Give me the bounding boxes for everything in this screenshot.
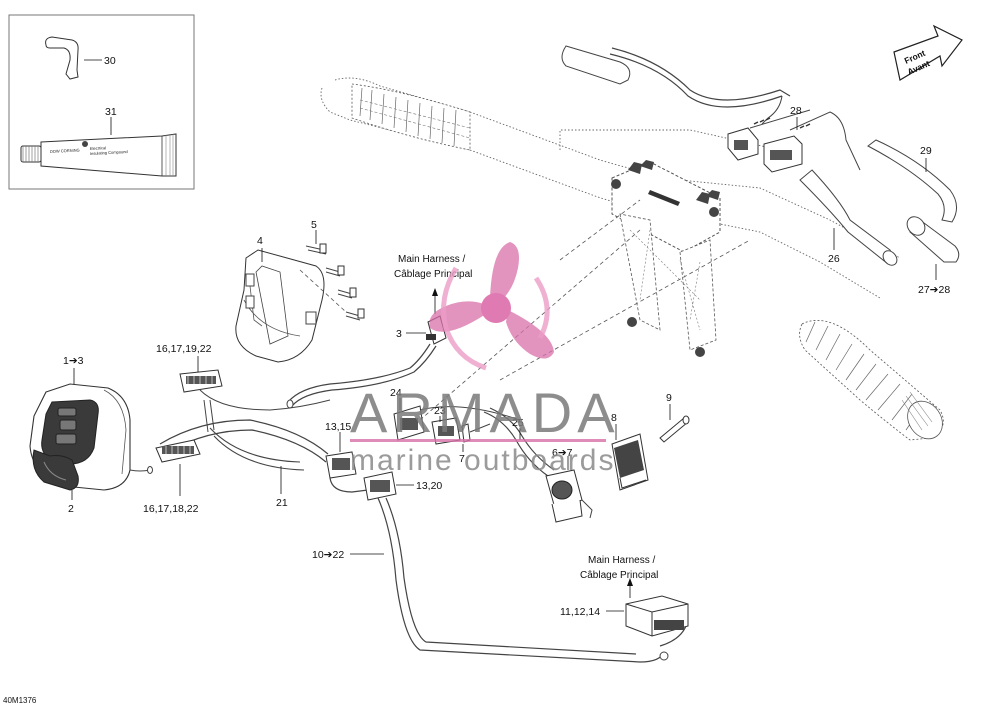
right-grip [799,320,944,441]
tube-logo-icon [82,141,88,147]
main-harness-note-top-line1: Main Harness / [398,254,465,265]
callout-16-17-18-22: 16,17,18,22 [143,503,199,515]
connector-13-15 [325,451,369,493]
connector-16-17-19-22 [179,369,223,393]
callout-11-12-14: 11,12,14 [560,606,600,618]
callout-28: 28 [790,105,802,117]
wiring-harness-part-21 [159,389,331,471]
compound-tube-part-31: DOW CORNING Electrical Insulating Compou… [20,133,177,177]
handlebar-assembly [320,77,944,441]
watermark: ARMADA marine outboards [350,242,620,477]
callout-25: 25 [512,417,524,429]
switch-button-middle [59,419,77,431]
left-grip [351,83,471,151]
switch-button-top [57,407,77,417]
callout-29: 29 [920,145,932,157]
callout-26: 26 [828,253,840,265]
callout-23: 23 [434,405,446,417]
callout-6-to-7: 6➔7 [552,447,573,459]
switch-button-lower [55,433,77,445]
callout-10-to-22: 10➔22 [312,549,344,561]
handlebar-riser [611,160,721,357]
inset-box: 30 DOW CORNING Electrical Insulating Com… [8,14,195,190]
tube-part-26 [799,169,898,266]
left-multifunction-switch [29,383,153,491]
main-harness-note-bottom-line2: Câblage Principal [580,570,658,581]
screws-part-5 [305,243,365,321]
callout-9: 9 [666,392,672,404]
callout-5: 5 [311,219,317,231]
tube-label-line1: Electrical [90,145,107,151]
drawing-code: 40M1376 [3,696,37,705]
module-part-11-12-14 [625,595,689,637]
connector-part-24 [393,405,521,441]
callout-3: 3 [396,328,402,340]
callout-31: 31 [105,106,117,118]
terminal-part-7 [461,423,491,443]
switch-part-6-7 [545,469,593,523]
callout-8: 8 [611,412,617,424]
tube-label-line2: Insulating Compound [90,149,128,156]
connector-part-28 [727,109,861,173]
tube-brand-text: DOW CORNING [50,147,80,154]
callout-4: 4 [257,235,263,247]
switch-housing-part-4 [235,249,325,363]
callout-13-15: 13,15 [325,421,351,433]
tube-part-29 [867,139,957,223]
clip-part-30 [45,36,79,80]
callout-2: 2 [68,503,74,515]
connector-13-20 [363,471,397,501]
tube-part-27 [906,216,960,263]
callout-30: 30 [104,55,116,67]
connector-16-17-18-22 [155,439,201,463]
callout-1-to-3: 1➔3 [63,355,84,367]
callout-27-to-28: 27➔28 [918,284,950,296]
callout-13-20: 13,20 [416,480,442,492]
pin-part-9 [659,415,690,443]
throttle-cable-part [561,45,791,125]
main-harness-note-bottom-line1: Main Harness / [588,555,655,566]
propeller-logo-icon [429,242,554,371]
bracket-part-8 [611,433,649,491]
callout-16-17-19-22: 16,17,19,22 [156,343,212,355]
watermark-subtitle: marine outboards [350,444,615,477]
callout-24: 24 [390,387,402,399]
watermark-title: ARMADA [350,381,620,444]
front-direction-arrow: Front Avant [893,24,963,81]
callout-7: 7 [459,453,465,465]
harness-part-10-22 [377,497,687,663]
main-harness-note-top-line2: Câblage Principal [394,269,472,280]
callout-21: 21 [276,497,288,509]
